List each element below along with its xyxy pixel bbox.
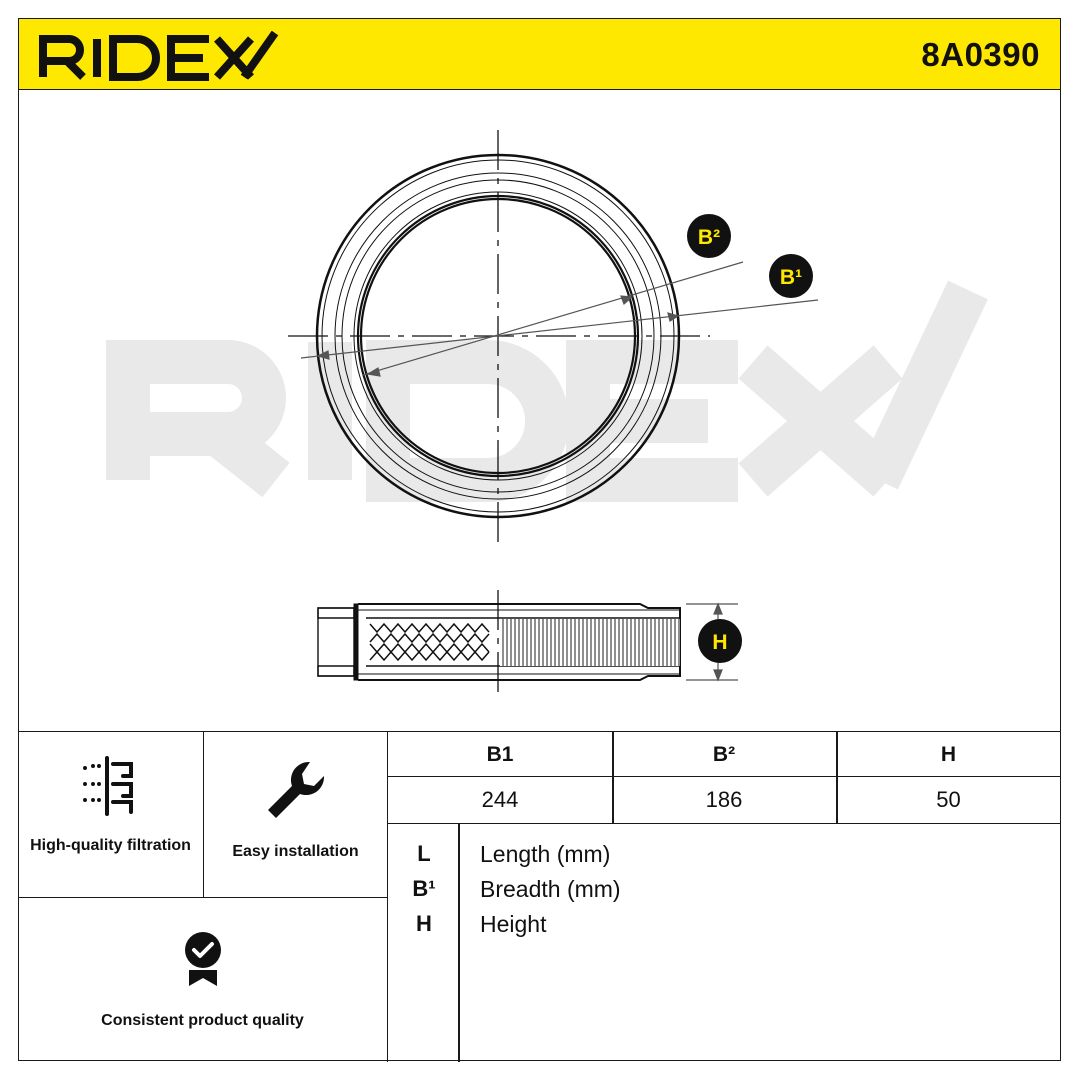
- svg-text:B¹: B¹: [780, 266, 802, 289]
- info-panel: High-quality filtration Easy installatio…: [18, 731, 1061, 1062]
- dim-header-b2: B²: [612, 732, 836, 777]
- ridex-logo: [39, 31, 279, 81]
- feature-filtration: High-quality filtration: [18, 732, 204, 898]
- drawing-canvas: B² B¹: [106, 130, 988, 693]
- feature-label: Easy installation: [232, 843, 359, 860]
- filter-layers-icon: [83, 756, 133, 816]
- sheet-frame: [18, 18, 1061, 1061]
- legend-key: H: [416, 911, 432, 936]
- legend-divider: [458, 824, 460, 1062]
- part-number: 8A0390: [921, 36, 1040, 73]
- legend-text: Length (mm): [480, 841, 611, 867]
- svg-text:H: H: [712, 631, 727, 654]
- feature-label: Consistent product quality: [101, 1012, 304, 1029]
- pleated-media: [500, 619, 680, 666]
- table-divider: [612, 732, 614, 823]
- wrench-icon: [268, 761, 325, 818]
- dimensions-table: B1 B² H 244 186 50: [388, 732, 1061, 824]
- legend-text: Height: [480, 911, 547, 937]
- technical-drawing: B² B¹: [18, 90, 1061, 731]
- legend-text: Breadth (mm): [480, 876, 621, 902]
- callout-h: H: [698, 619, 742, 663]
- legend-key: L: [417, 841, 431, 866]
- dim-header-h: H: [836, 732, 1061, 777]
- feature-label: High-quality filtration: [30, 837, 191, 854]
- feature-quality: Consistent product quality: [18, 898, 388, 1062]
- filter-top-view: [315, 153, 681, 519]
- dimension-leaders: [300, 261, 819, 377]
- callout-b1: B¹: [769, 254, 813, 298]
- height-dimension: [686, 602, 738, 682]
- dim-value-b1: 244: [481, 787, 519, 812]
- dimension-legend: L Length (mm) B¹ Breadth (mm) H Height: [388, 824, 1061, 1062]
- table-divider: [836, 732, 838, 823]
- dim-header-b1: B1: [388, 732, 612, 777]
- callout-b2: B²: [687, 214, 731, 258]
- quality-badge-check-icon: [185, 932, 221, 986]
- dim-value-b2: 186: [705, 787, 743, 812]
- feature-installation: Easy installation: [204, 732, 388, 898]
- header-bar: 8A0390: [18, 18, 1061, 90]
- dim-value-h: 50: [936, 787, 961, 812]
- svg-text:B²: B²: [698, 226, 720, 249]
- legend-key: B¹: [412, 876, 436, 901]
